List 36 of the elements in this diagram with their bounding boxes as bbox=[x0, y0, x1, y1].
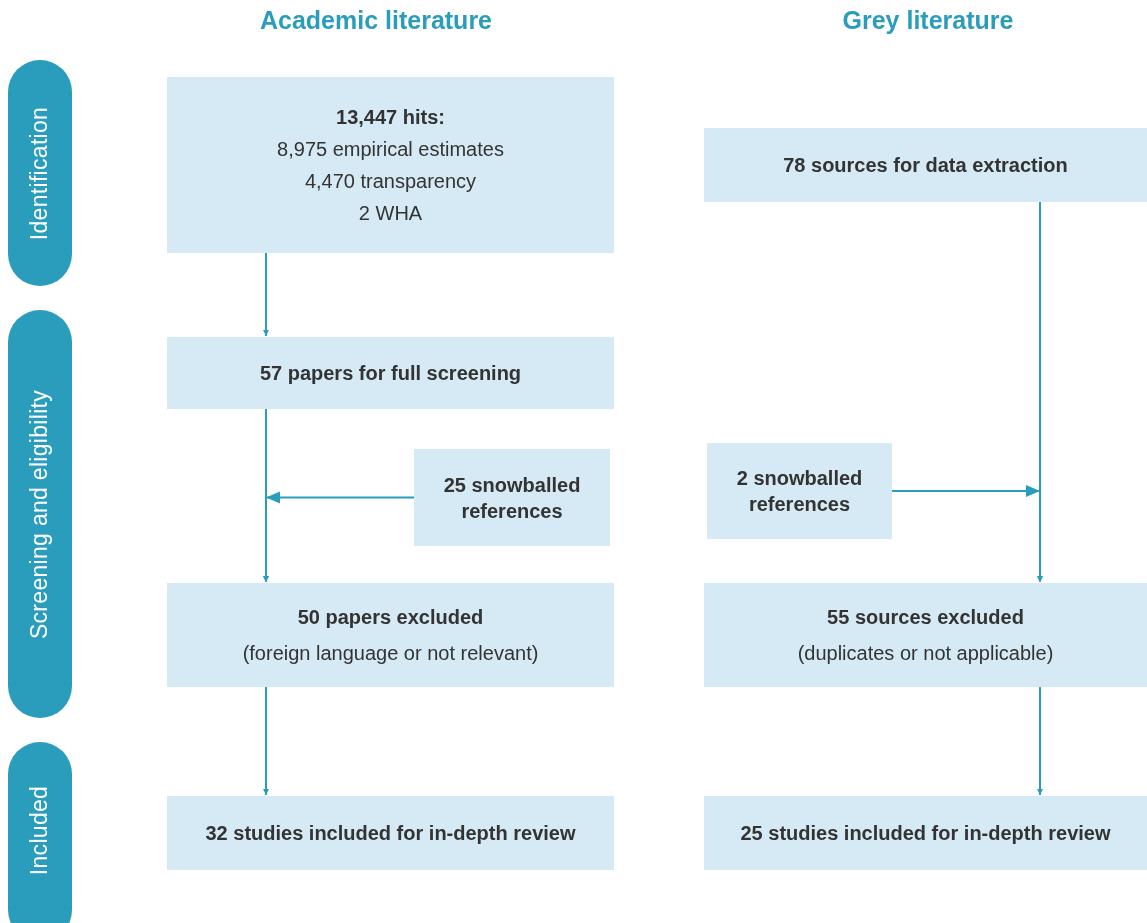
arrow bbox=[891, 485, 1043, 583]
arrow bbox=[1037, 686, 1043, 796]
box-text: (duplicates or not applicable) bbox=[797, 641, 1054, 666]
phase-label: Screening and eligibility bbox=[26, 389, 54, 639]
process-box bbox=[167, 583, 614, 687]
arrow bbox=[263, 491, 415, 583]
box-title: 78 sources for data extraction bbox=[783, 153, 1068, 178]
box-title: 57 papers for full screening bbox=[259, 361, 522, 386]
process-box bbox=[707, 443, 892, 539]
process-box bbox=[704, 128, 1147, 202]
column-heading: Grey literature bbox=[841, 6, 1015, 35]
box-title: 2 snowballed references bbox=[735, 466, 864, 517]
box-title: 50 papers excluded bbox=[297, 605, 484, 630]
column-heading: Academic literature bbox=[258, 6, 493, 35]
box-title: 13,447 hits: bbox=[336, 105, 445, 130]
box-title: 55 sources excluded bbox=[827, 605, 1024, 630]
phase-label: Included bbox=[26, 785, 54, 875]
phase-band bbox=[8, 742, 72, 923]
phase-band bbox=[8, 310, 72, 718]
phase-band bbox=[8, 60, 72, 286]
arrow bbox=[263, 252, 269, 337]
box-title: 25 studies included for in-depth review bbox=[740, 821, 1111, 846]
box-text: (foreign language or not relevant) bbox=[242, 641, 539, 666]
box-title: 32 studies included for in-depth review bbox=[205, 821, 576, 846]
process-box bbox=[704, 583, 1147, 687]
phase-label: Identification bbox=[26, 106, 54, 240]
box-text: 8,975 empirical estimates bbox=[277, 137, 504, 162]
process-box bbox=[167, 77, 614, 253]
process-box bbox=[167, 796, 614, 870]
process-box bbox=[704, 796, 1147, 870]
process-box bbox=[167, 337, 614, 409]
arrow bbox=[263, 686, 269, 796]
box-text: 4,470 transparency bbox=[304, 169, 477, 194]
process-box bbox=[414, 449, 610, 546]
box-text: 2 WHA bbox=[358, 201, 423, 226]
box-title: 25 snowballed references bbox=[442, 472, 582, 524]
